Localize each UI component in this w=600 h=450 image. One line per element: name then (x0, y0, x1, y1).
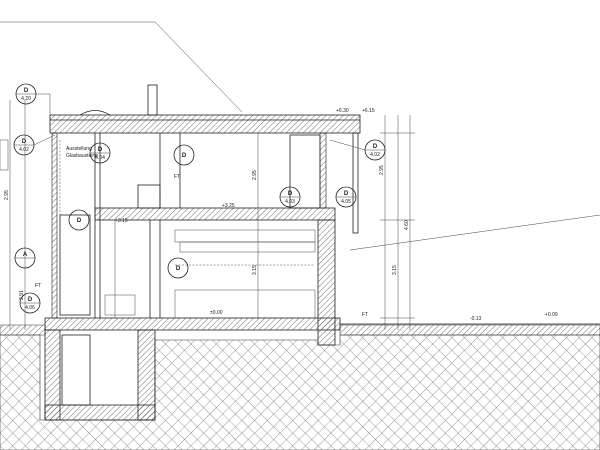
label-text: D (77, 218, 82, 224)
label-text: 4.04 (95, 155, 105, 161)
detail-marker: D 4.02 (364, 139, 386, 161)
label-text: D (28, 297, 33, 303)
label-text: D (24, 88, 29, 94)
label-text: Glasbausteine (66, 153, 98, 159)
label-text: 4.02 (370, 152, 380, 158)
label-text: 2.95 (379, 165, 385, 175)
detail-marker: A (14, 247, 36, 269)
detail-marker: D (173, 144, 195, 166)
label-text: -0.13 (470, 316, 482, 322)
left-dimensions: 2.95 2.91 (0, 100, 26, 330)
label-text: 2.91 (19, 290, 25, 300)
label-text: ±0.00 (210, 310, 223, 316)
annotations: Ausstellung Glasbausteine +6.30 +6.15 +3… (35, 108, 558, 322)
staircase (59, 214, 91, 406)
label-text: +0.09 (545, 312, 558, 318)
label-text: 2.95 (4, 190, 10, 200)
label-text: 4.20 (21, 96, 31, 102)
detail-marker: D (167, 257, 189, 279)
label-text: 2.95 (252, 170, 258, 180)
label-text: D (22, 139, 27, 145)
label-text: +6.15 (362, 108, 375, 114)
label-text: 4.06 (25, 305, 35, 311)
label-text: Ausstellung (66, 146, 92, 152)
label-text: D (182, 153, 187, 159)
label-text: FT (35, 283, 41, 289)
label-text: 4.05 (341, 199, 351, 205)
label-text: 4.60 (404, 220, 410, 230)
label-text: D (288, 191, 293, 197)
label-text: D (373, 144, 378, 150)
label-text: 4.03 (285, 199, 295, 205)
label-text: +6.30 (336, 108, 349, 114)
detail-marker: D 4.03 (279, 186, 301, 208)
label-text: FT (174, 174, 180, 180)
detail-markers: D 4.20 D 4.02 D 4.04 D D 4.02 D 4.03 (13, 83, 386, 314)
label-text: D (176, 266, 181, 272)
detail-marker: D 4.05 (335, 186, 357, 208)
label-text: FT (362, 312, 368, 318)
detail-marker: D 4.02 (13, 134, 35, 156)
label-text: +3.25 (222, 203, 235, 209)
label-text: 3.15 (252, 265, 258, 275)
label-text: 3.15 (392, 265, 398, 275)
label-text: D (98, 147, 103, 153)
label-text: 4.02 (19, 147, 29, 153)
building-section (44, 84, 361, 421)
label-text: D (344, 191, 349, 197)
terrain-line (349, 214, 600, 251)
detail-marker: D 4.04 (89, 142, 111, 164)
label-text: A (23, 252, 28, 258)
detail-marker: D 4.20 (15, 83, 37, 105)
label-text: +3.15 (115, 218, 128, 224)
detail-marker: D 4.06 (19, 292, 41, 314)
detail-marker: D (68, 209, 90, 231)
